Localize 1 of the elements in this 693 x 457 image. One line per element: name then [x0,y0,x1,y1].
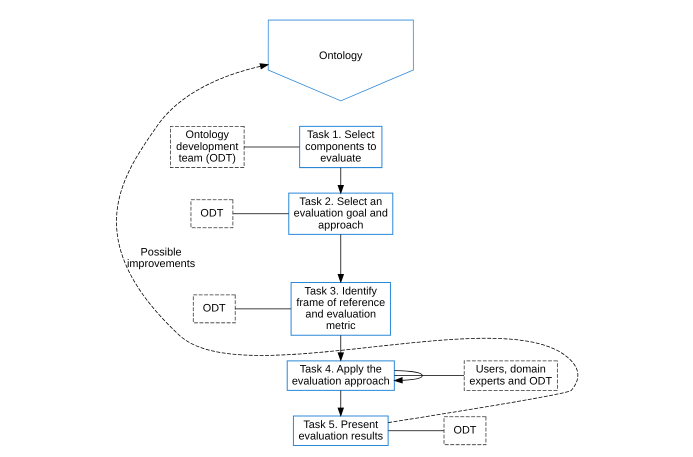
edge-label: Possible improvements [126,246,195,270]
